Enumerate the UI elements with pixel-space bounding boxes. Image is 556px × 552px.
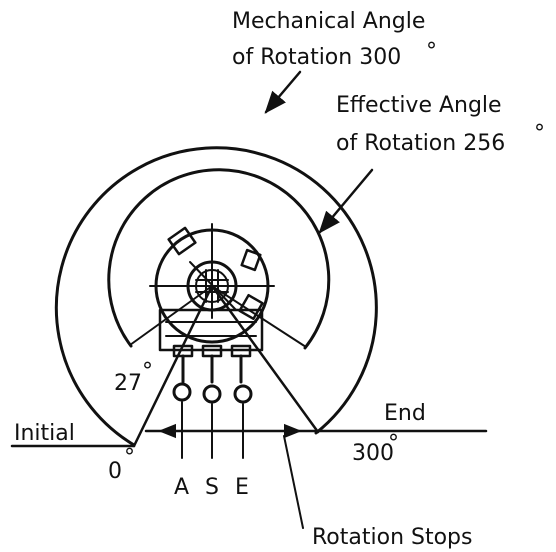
effective-angle-line1: Effective Angle <box>336 93 502 118</box>
mechanical-angle-line2: of Rotation 300 <box>232 45 401 70</box>
terminal-s-label: S <box>205 475 219 500</box>
angle-27-degree: ° <box>142 359 153 384</box>
terminal-e-label: E <box>235 475 249 500</box>
potentiometer-body <box>149 223 275 352</box>
angle-300-degree: ° <box>388 431 399 456</box>
rotation-stops-label: Rotation Stops <box>312 525 472 550</box>
mechanical-rotation-arc <box>54 146 378 447</box>
angle-300-label: 300 <box>352 441 394 466</box>
rotation-stops-leader <box>283 435 304 529</box>
initial-position-line <box>132 284 214 448</box>
effective-degree-symbol: ° <box>534 121 545 146</box>
terminal-a-label: A <box>174 475 189 500</box>
angle-27-label: 27 <box>114 371 142 396</box>
effective-angle-line2: of Rotation 256 <box>336 131 505 156</box>
angle-0-label: 0 <box>108 459 122 484</box>
initial-label: Initial <box>14 421 75 446</box>
shaft <box>186 260 238 312</box>
angle-0-degree: ° <box>124 445 135 470</box>
mechanical-degree-symbol: ° <box>426 39 437 64</box>
end-label: End <box>384 401 426 426</box>
effective-rotation-arc <box>107 168 331 350</box>
effective-callout-arrow <box>318 168 374 234</box>
terminal-pins <box>172 344 253 459</box>
mechanical-angle-line1: Mechanical Angle <box>232 9 425 34</box>
mechanical-callout-arrow <box>264 70 302 114</box>
